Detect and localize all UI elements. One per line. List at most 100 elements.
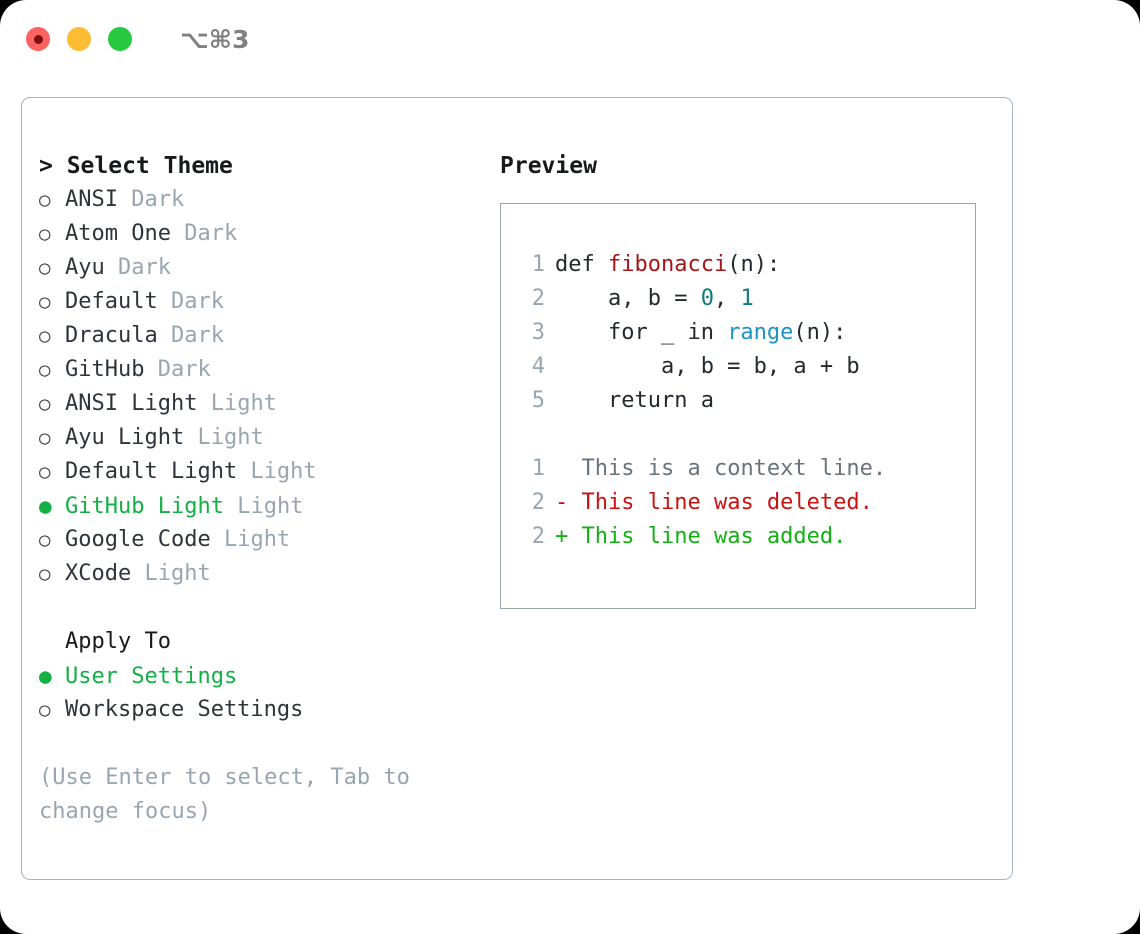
radio-unselected-icon[interactable]: ○: [39, 393, 51, 415]
radio-selected-icon[interactable]: ●: [39, 494, 52, 518]
apply-to-label: Workspace Settings: [65, 697, 304, 722]
theme-list-item[interactable]: ○ ANSI Light Light: [39, 387, 500, 421]
radio-unselected-icon[interactable]: ○: [39, 699, 51, 721]
code-token: return a: [555, 388, 714, 413]
radio-unselected-icon[interactable]: ○: [39, 359, 51, 381]
line-number: 2: [531, 286, 545, 311]
spacer: [118, 183, 131, 217]
code-line: 5 return a: [519, 384, 975, 418]
radio-unselected-icon[interactable]: ○: [39, 223, 51, 245]
theme-list-item[interactable]: ○ Default Dark: [39, 285, 500, 319]
radio-selected-icon[interactable]: ●: [39, 664, 52, 688]
keyboard-hint-text: (Use Enter to select, Tab to change focu…: [39, 765, 424, 824]
code-token: def: [555, 252, 608, 277]
minimize-button-icon[interactable]: [67, 27, 91, 51]
line-number: 2: [531, 490, 545, 515]
line-number: 1: [531, 252, 545, 277]
theme-variant-label: Dark: [170, 323, 224, 348]
theme-list-item[interactable]: ○Google Code Light: [39, 523, 500, 557]
theme-list-item[interactable]: ● GitHub Light Light: [39, 489, 500, 523]
radio-unselected-icon[interactable]: ○: [39, 529, 51, 551]
theme-name: Dracula: [65, 323, 158, 348]
spacer: [158, 285, 171, 319]
theme-variant-label: Dark: [184, 221, 238, 246]
diff-sample: 1 This is a context line.2- This line wa…: [519, 452, 975, 554]
preview-header: Preview: [500, 153, 597, 179]
spacer: [224, 490, 237, 524]
theme-list-item[interactable]: ○ Dracula Dark: [39, 319, 500, 353]
theme-list-item[interactable]: ○ANSI Dark: [39, 183, 500, 217]
spacer: [158, 319, 171, 353]
maximize-button-icon[interactable]: [108, 27, 132, 51]
radio-unselected-icon[interactable]: ○: [39, 427, 51, 449]
theme-list-item[interactable]: ○GitHub Dark: [39, 353, 500, 387]
spacer: [171, 217, 184, 251]
code-token: a, b = b, a + b: [555, 354, 860, 379]
theme-list-item[interactable]: ○XCode Light: [39, 557, 500, 591]
radio-unselected-icon[interactable]: ○: [39, 257, 51, 279]
code-token: a, b =: [555, 286, 701, 311]
spacer: [144, 353, 157, 387]
apply-to-option[interactable]: ○ Workspace Settings: [39, 693, 500, 727]
apply-to-title: Apply To: [65, 629, 171, 654]
theme-name: Ayu Light: [65, 425, 185, 450]
diff-line: 2- This line was deleted.: [519, 486, 975, 520]
theme-variant-label: Dark: [170, 289, 224, 314]
diff-text: This line was added.: [581, 524, 847, 549]
theme-list-item[interactable]: ○Atom One Dark: [39, 217, 500, 251]
theme-name: Default: [65, 289, 158, 314]
code-line: 1 def fibonacci(n):: [519, 248, 975, 282]
spacer: [197, 387, 210, 421]
theme-list-item[interactable]: ○Ayu Light Light: [39, 421, 500, 455]
close-button-icon[interactable]: [26, 27, 50, 51]
theme-name: ANSI Light: [65, 391, 198, 416]
theme-variant-label: Light: [237, 494, 304, 519]
radio-unselected-icon[interactable]: ○: [39, 189, 51, 211]
apply-to-option[interactable]: ● User Settings: [39, 659, 500, 693]
radio-unselected-icon[interactable]: ○: [39, 325, 51, 347]
theme-name: Ayu: [65, 255, 105, 280]
code-token: ,: [713, 286, 741, 311]
theme-name: XCode: [65, 561, 132, 586]
radio-unselected-icon[interactable]: ○: [39, 291, 51, 313]
theme-name: GitHub Light: [65, 494, 224, 519]
theme-variant-label: Light: [223, 527, 291, 552]
theme-picker-column: > Select Theme ○ANSI Dark○Atom One Dark○…: [22, 98, 500, 879]
spacer: [237, 455, 250, 489]
theme-list[interactable]: ○ANSI Dark○Atom One Dark○Ayu Dark○Defaul…: [39, 183, 500, 591]
diff-marker: -: [555, 490, 582, 515]
diff-line: 1 This is a context line.: [519, 452, 975, 486]
line-number: 4: [531, 354, 545, 379]
code-token: (n):: [727, 252, 781, 277]
spacer: [105, 251, 118, 285]
code-token: for _ in: [555, 320, 728, 345]
code-token: fibonacci: [607, 252, 728, 277]
apply-to-label: User Settings: [65, 664, 238, 689]
code-line: 4 a, b = b, a + b: [519, 350, 975, 384]
diff-line: 2+ This line was added.: [519, 520, 975, 554]
spacer: [39, 591, 500, 625]
theme-variant-label: Light: [210, 391, 277, 416]
keyboard-shortcut-label: ⌥⌘3: [180, 24, 250, 54]
diff-marker: +: [555, 524, 582, 549]
theme-variant-label: Light: [250, 459, 317, 484]
select-theme-header: > Select Theme: [39, 153, 233, 179]
theme-list-item[interactable]: ○ Default Light Light: [39, 455, 500, 489]
code-token: 1: [740, 286, 754, 311]
theme-name: Default Light: [65, 459, 238, 484]
diff-text: This line was deleted.: [581, 490, 873, 515]
spacer: [519, 418, 975, 452]
radio-unselected-icon[interactable]: ○: [39, 563, 51, 585]
code-line: 3 for _ in range(n):: [519, 316, 975, 350]
radio-unselected-icon[interactable]: ○: [39, 461, 51, 483]
code-token: 0: [700, 286, 714, 311]
spacer: [211, 523, 224, 557]
traffic-lights: [26, 27, 132, 51]
theme-variant-label: Dark: [131, 187, 185, 212]
theme-list-item[interactable]: ○Ayu Dark: [39, 251, 500, 285]
apply-to-list[interactable]: ● User Settings ○ Workspace Settings: [39, 659, 500, 727]
theme-name: GitHub: [65, 357, 145, 382]
code-token: (n):: [793, 320, 847, 345]
